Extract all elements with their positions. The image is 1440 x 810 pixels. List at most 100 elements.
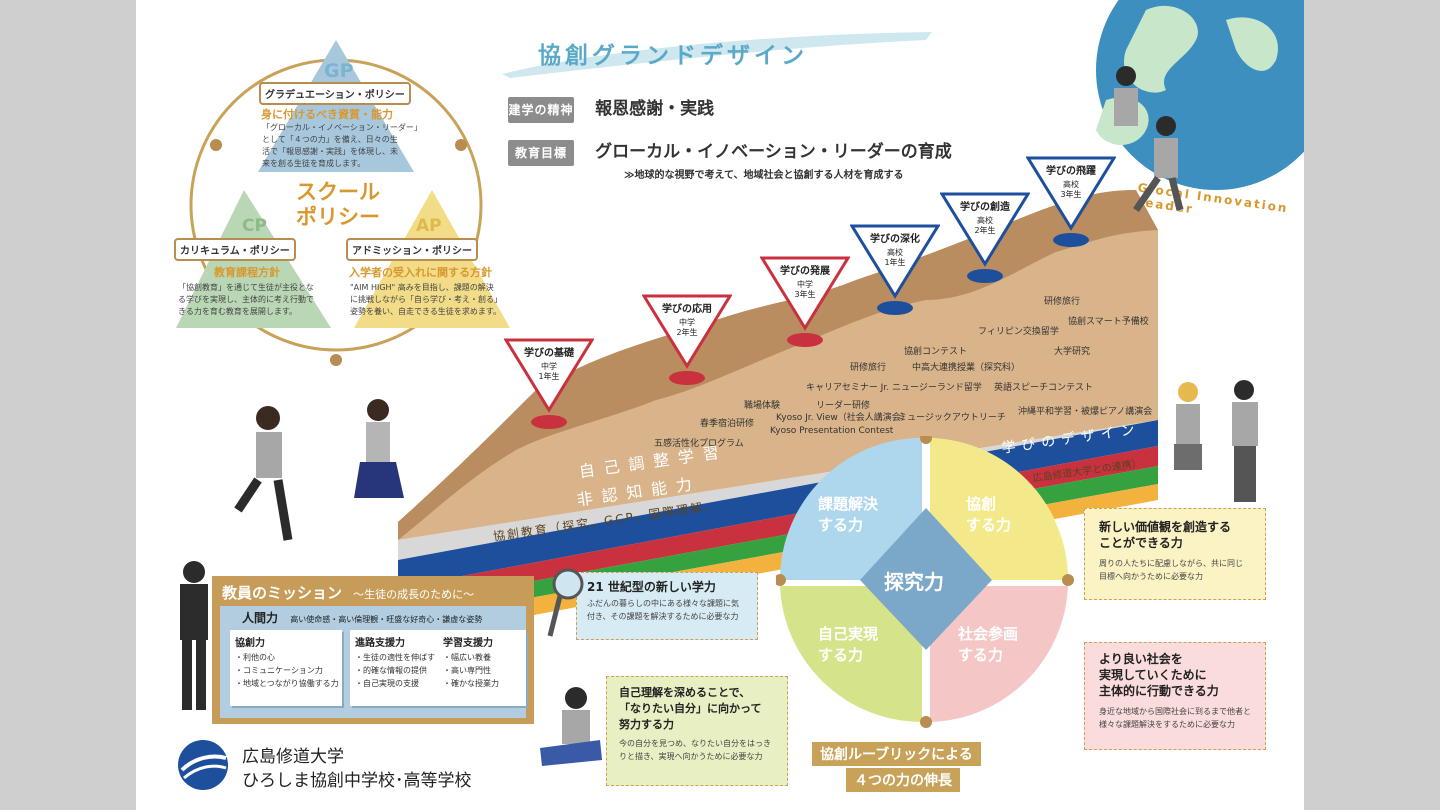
- spirit-text: 報恩感謝・実践: [595, 99, 715, 119]
- university-name: 広島修道大学: [242, 747, 344, 767]
- activity-item: 大学研究: [1054, 347, 1091, 357]
- mission-inner: 人間力 高い使命感・高い倫理観・旺盛な好奇心・謙虚な姿勢 協創力・利他の心・コミ…: [220, 606, 526, 718]
- box-21st-century-text: ふだんの暮らしの中にある様々な課題に気 付き、その課題を解決するために必要な力: [587, 599, 739, 621]
- activity-item: キャリアセミナー Jr.: [806, 383, 890, 393]
- activity-item: 職場体験: [744, 401, 781, 411]
- activity-item: Kyoso Jr. View（社会人講演会）: [776, 413, 910, 423]
- goal-text: グローカル・イノベーション・リーダーの育成: [595, 142, 952, 162]
- cp-text: 「協創教育」を通じて生徒が主役とな る学びを実現し、主体的に考え行動で きる力を…: [178, 283, 314, 316]
- mission-list-item: ・的確な情報の提供: [355, 666, 427, 675]
- box-better-society-title: より良い社会を 実現していくために 主体的に行動できる力: [1099, 652, 1219, 698]
- step-4: 学びの深化高校 1年生: [849, 224, 941, 328]
- mission-list-item: ・地域とつながり協働する力: [235, 679, 339, 688]
- activity-item: リーダー研修: [816, 401, 871, 411]
- step-marker-2: [641, 294, 733, 385]
- step-grade-4: 高校 1年生: [884, 248, 906, 267]
- gp-text: 「グローカル・イノベーション・リーダー」 として「４つの力」を備え、日々の生 活…: [262, 123, 422, 168]
- mission-subtitle: 〜生徒の成長のために〜: [353, 588, 475, 601]
- magnifier-icon: [547, 568, 584, 637]
- wheel-caption-line1: 協創ルーブリックによる: [812, 742, 981, 766]
- spirit-label: 建学の精神: [508, 97, 574, 123]
- goal-label: 教育目標: [508, 140, 574, 166]
- four-powers-wheel: [776, 436, 1074, 728]
- wheel-self-realization: 自己実現 する力: [818, 625, 879, 664]
- mission-header: 教員のミッション 〜生徒の成長のために〜: [212, 576, 534, 609]
- activity-item: 研修旅行: [1044, 297, 1081, 307]
- step-marker-5: [939, 192, 1031, 283]
- activity-item: ニュージーランド留学: [892, 383, 982, 393]
- grand-design-page: 協創グランドデザイン 建学の精神 報恩感謝・実践 教育目標 グローカル・イノベー…: [136, 0, 1304, 810]
- step-grade-5: 高校 2年生: [974, 216, 996, 235]
- mission-list-item: ・生徒の適性を伸ばす: [355, 653, 435, 662]
- ap-tag: AP: [416, 216, 442, 236]
- activity-item: Kyoso Presentation Contest: [770, 426, 894, 436]
- wheel-problem-solving: 課題解決 する力: [818, 495, 879, 534]
- school-policy-title: スクール ポリシー: [296, 180, 380, 229]
- step-grade-2: 中学 2年生: [676, 318, 698, 337]
- cp-label: カリキュラム・ポリシー: [174, 238, 296, 261]
- step-title-5: 学びの創造: [960, 202, 1010, 213]
- school-logo-icon: [178, 740, 228, 790]
- goal-subtext: ≫地球的な視野で考えて、地域社会と協創する人材を育成する: [624, 170, 904, 181]
- step-grade-6: 高校 3年生: [1060, 180, 1082, 199]
- students-jumping-illustration: [1114, 66, 1184, 212]
- mission-column-title: 進路支援力: [355, 638, 405, 649]
- mission-column-2: 進路支援力・生徒の適性を伸ばす・的確な情報の提供・自己実現の支援: [350, 630, 438, 706]
- ap-label: アドミッション・ポリシー: [346, 238, 478, 261]
- step-3: 学びの発展中学 3年生: [759, 256, 851, 360]
- step-grade-3: 中学 3年生: [794, 280, 816, 299]
- mission-column-title: 協創力: [235, 638, 265, 649]
- mission-list-item: ・利他の心: [235, 653, 275, 662]
- step-marker-4: [849, 224, 941, 315]
- step-title-6: 学びの飛躍: [1046, 166, 1096, 177]
- cp-tag: CP: [242, 216, 267, 236]
- activity-item: 研修旅行: [850, 363, 887, 373]
- activity-item: 中高大連携授業（探究科）: [912, 363, 1021, 373]
- box-new-values: 新しい価値観を創造する ことができる力 周りの人たちに配慮しながら、共に同じ 目…: [1084, 508, 1266, 600]
- step-title-1: 学びの基礎: [524, 348, 574, 359]
- human-power-title: 人間力: [242, 611, 279, 625]
- step-marker-3: [759, 256, 851, 347]
- title-brush: [502, 32, 932, 78]
- students-handshake-illustration: [1174, 380, 1258, 502]
- gp-heading: 身に付けるべき資質・能力: [261, 108, 393, 121]
- activity-item: ミュージックアウトリーチ: [898, 413, 1006, 423]
- human-power-text: 高い使命感・高い倫理観・旺盛な好奇心・謙虚な姿勢: [290, 615, 483, 624]
- mission-column-title: 学習支援力: [443, 638, 493, 649]
- activity-item: 五感活性化プログラム: [654, 439, 744, 449]
- box-self-understanding-title: 自己理解を深めることで、 「なりたい自分」に向かって 努力する力: [619, 686, 762, 731]
- activity-item: フィリピン交換留学: [978, 327, 1059, 337]
- activity-item: 英語スピーチコンテスト: [994, 383, 1094, 393]
- student-writing-illustration: [540, 687, 602, 766]
- box-21st-century: 21 世紀型の新しい学力 ふだんの暮らしの中にある様々な課題に気 付き、その課題…: [576, 572, 758, 640]
- mission-list-item: ・自己実現の支援: [355, 679, 419, 688]
- mission-list-item: ・コミュニケーション力: [235, 666, 323, 675]
- wheel-center-label: 探究力: [884, 570, 944, 594]
- box-new-values-text: 周りの人たちに配慮しながら、共に同じ 目標へ向かうために必要な力: [1099, 559, 1243, 581]
- activity-item: 春季宿泊研修: [700, 419, 755, 429]
- ap-text: "AIM HIGH" 高みを目指し、課題の解決 に挑戦しながら「自ら学び・考え・…: [350, 283, 502, 316]
- gp-label: グラデュエーション・ポリシー: [259, 82, 411, 105]
- step-title-2: 学びの応用: [662, 304, 712, 315]
- teacher-illustration: [180, 561, 208, 710]
- box-self-understanding-text: 今の自分を見つめ、なりたい自分をはっき りと描き、実現へ向かうために必要な力: [619, 739, 771, 761]
- box-new-values-title: 新しい価値観を創造する ことができる力: [1099, 520, 1232, 550]
- school-name: ひろしま協創中学校･高等学校: [242, 771, 472, 791]
- mission-columns: 協創力・利他の心・コミュニケーション力・地域とつながり協働する力進路支援力・生徒…: [230, 630, 526, 710]
- step-grade-1: 中学 1年生: [538, 362, 560, 381]
- mission-title: 教員のミッション: [222, 584, 343, 602]
- wheel-social-participation: 社会参画 する力: [958, 625, 1019, 664]
- spirit-row: 建学の精神 報恩感謝・実践: [508, 94, 714, 123]
- activity-item: 沖縄平和学習・被爆ピアノ講演会: [1018, 407, 1153, 417]
- mission-column-3: 学習支援力・幅広い教養・高い専門性・確かな授業力: [438, 630, 526, 706]
- wheel-collaboration: 協創 する力: [966, 495, 1012, 534]
- goal-row: 教育目標 グローカル・イノベーション・リーダーの育成: [508, 137, 952, 166]
- activity-item: 協創スマート予備校: [1068, 317, 1149, 327]
- step-6: 学びの飛躍高校 3年生: [1025, 156, 1117, 260]
- mission-column-1: 協創力・利他の心・コミュニケーション力・地域とつながり協働する力: [230, 630, 342, 706]
- mission-list-item: ・幅広い教養: [443, 653, 491, 662]
- wheel-caption-line2: ４つの力の伸長: [846, 768, 960, 792]
- mission-list-item: ・確かな授業力: [443, 679, 499, 688]
- mission-list-item: ・高い専門性: [443, 666, 491, 675]
- students-running-illustration: [234, 399, 404, 541]
